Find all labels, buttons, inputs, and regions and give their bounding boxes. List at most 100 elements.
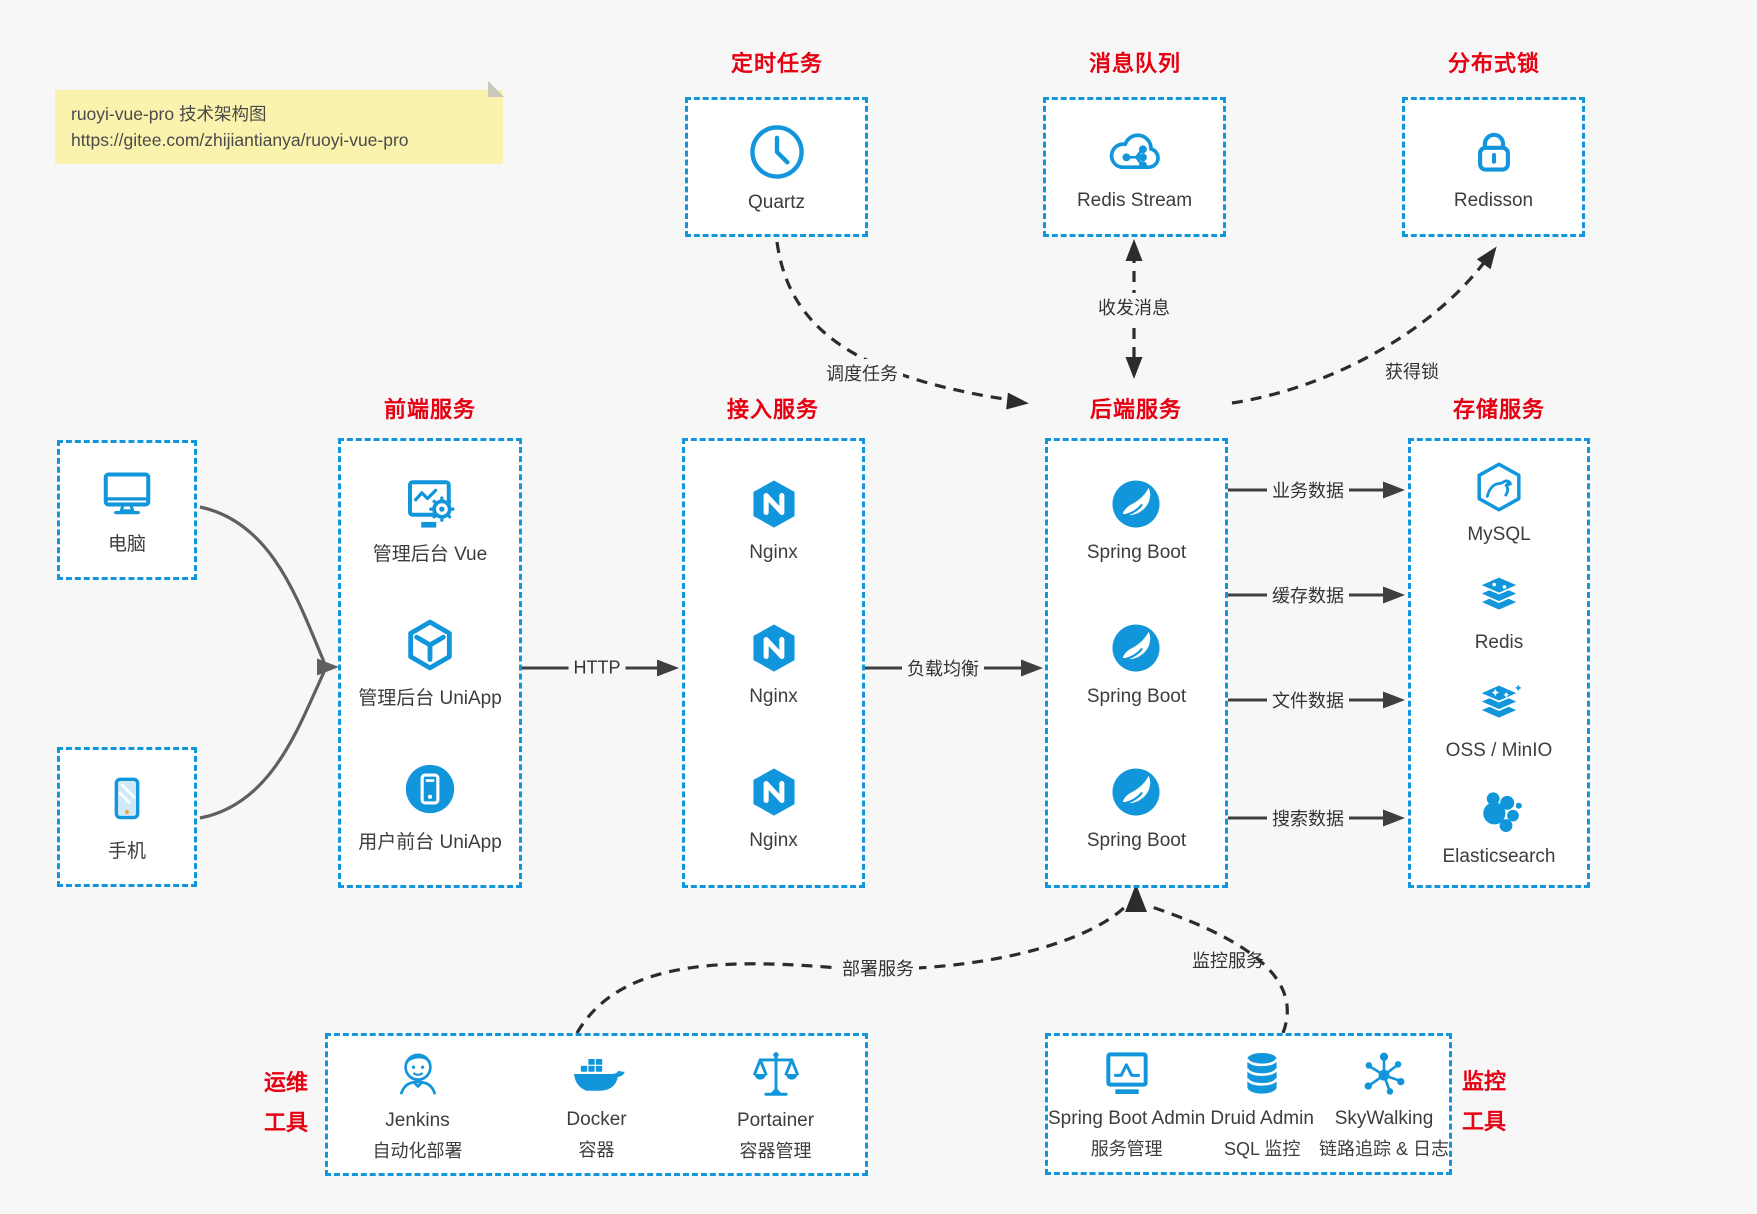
phone-icon — [100, 771, 154, 827]
node-springboot-2: Spring Boot — [1087, 619, 1186, 708]
docker-icon — [567, 1048, 627, 1100]
node-nginx-1: Nginx — [745, 475, 803, 564]
monitor-tools-box: Spring Boot Admin 服务管理 Druid Admin SQL 监… — [1045, 1033, 1452, 1175]
column-title-storage: 存储服务 — [1452, 397, 1546, 422]
nginx-icon — [745, 475, 803, 533]
clock-icon — [746, 121, 808, 183]
arrowhead — [317, 658, 339, 676]
node-label: Elasticsearch — [1442, 845, 1556, 867]
node-elasticsearch: Elasticsearch — [1443, 785, 1556, 868]
column-title-frontend: 前端服务 — [383, 397, 477, 422]
group-title-scheduled-task: 定时任务 — [730, 51, 824, 76]
node-springboot-3: Spring Boot — [1087, 763, 1186, 852]
mysql-icon — [1471, 459, 1527, 515]
edge-desktop-frontend — [199, 505, 326, 663]
node-label: Druid Admin — [1210, 1108, 1314, 1129]
edge-label-business-data: 业务数据 — [1267, 476, 1349, 504]
spring-icon — [1107, 763, 1165, 821]
spring-icon — [1107, 475, 1165, 533]
node-label: Spring Boot — [1086, 685, 1187, 707]
cloud-stream-icon — [1103, 123, 1167, 181]
node-label: 管理后台 Vue — [372, 544, 488, 565]
quartz-box: Quartz — [685, 97, 868, 237]
database-icon — [1236, 1047, 1288, 1099]
redis-icon — [1470, 569, 1528, 623]
elasticsearch-icon — [1471, 785, 1527, 837]
portainer-icon — [749, 1047, 803, 1101]
edge-label-deploy: 部署服务 — [837, 954, 919, 982]
monitor-chart-icon — [1099, 1047, 1155, 1099]
redis-stream-box: Redis Stream — [1043, 97, 1226, 237]
node-label: Redis Stream — [1076, 189, 1193, 211]
monitor-title-line1: 监控 — [1461, 1069, 1507, 1094]
oss-icon — [1470, 677, 1528, 731]
arrowhead — [1125, 357, 1143, 379]
node-springboot-1: Spring Boot — [1087, 475, 1186, 564]
node-label: OSS / MinIO — [1445, 739, 1553, 761]
node-label: 手机 — [107, 841, 146, 862]
node-label: 电脑 — [107, 534, 146, 555]
node-label: SkyWalking — [1334, 1108, 1434, 1129]
edge-label-message: 收发消息 — [1093, 293, 1175, 321]
desktop-icon — [97, 464, 157, 520]
uniapp-cube-icon — [401, 616, 459, 674]
node-label: 管理后台 UniApp — [358, 688, 502, 709]
note-url: https://gitee.com/zhijiantianya/ruoyi-vu… — [71, 130, 409, 150]
group-title-message-queue: 消息队列 — [1088, 51, 1182, 76]
admin-vue-icon — [400, 472, 460, 530]
edge-phone-frontend — [199, 671, 326, 820]
node-user-uniapp: 用户前台 UniApp — [358, 760, 502, 854]
node-oss-minio: OSS / MinIO — [1445, 677, 1553, 762]
arrowhead — [1383, 809, 1405, 827]
edge-label-file-data: 文件数据 — [1267, 686, 1349, 714]
monitor-title-line2: 工具 — [1461, 1109, 1507, 1134]
node-label: Nginx — [749, 541, 798, 563]
group-title-ops-tools: 运维 工具 — [264, 1063, 308, 1143]
mobile-app-icon — [401, 760, 459, 818]
node-jenkins: Jenkins 自动化部署 — [328, 1047, 507, 1163]
arrowhead — [1125, 884, 1147, 912]
frontend-services-box: 管理后台 Vue 管理后台 UniApp 用户前台 UniApp — [338, 438, 522, 888]
node-sublabel: 自动化部署 — [372, 1140, 463, 1161]
column-title-access: 接入服务 — [726, 397, 820, 422]
ops-title-line2: 工具 — [263, 1110, 309, 1135]
node-label: Redis — [1474, 631, 1524, 653]
node-admin-vue: 管理后台 Vue — [373, 472, 487, 566]
node-label: 用户前台 UniApp — [358, 832, 502, 853]
group-title-monitor-tools: 监控 工具 — [1462, 1062, 1506, 1142]
lock-icon — [1465, 123, 1523, 181]
node-redis: Redis — [1470, 569, 1528, 654]
arrowhead — [1125, 239, 1143, 261]
arrowhead — [1476, 246, 1497, 270]
node-sublabel: SQL 监控 — [1224, 1139, 1301, 1159]
arrowhead — [1383, 481, 1405, 499]
node-label: Docker — [566, 1108, 627, 1130]
nginx-icon — [745, 619, 803, 677]
column-title-backend: 后端服务 — [1089, 397, 1183, 422]
note-title: ruoyi-vue-pro 技术架构图 — [71, 104, 267, 124]
edge-label-load-balance: 负载均衡 — [902, 654, 984, 682]
edge-label-schedule: 调度任务 — [821, 359, 903, 387]
edge-label-monitor: 监控服务 — [1192, 951, 1264, 971]
node-nginx-2: Nginx — [745, 619, 803, 708]
arrowhead — [1383, 586, 1405, 604]
jenkins-icon — [391, 1047, 445, 1101]
node-label: Jenkins — [385, 1109, 450, 1131]
arrowhead — [657, 659, 679, 677]
node-label: Redisson — [1453, 189, 1534, 211]
group-title-distributed-lock: 分布式锁 — [1447, 51, 1541, 76]
node-sublabel: 服务管理 — [1090, 1139, 1163, 1159]
phone-client-box: 手机 — [57, 747, 197, 887]
node-springboot-admin: Spring Boot Admin 服务管理 — [1048, 1047, 1205, 1161]
ops-title-line1: 运维 — [263, 1070, 309, 1095]
node-nginx-3: Nginx — [745, 763, 803, 852]
node-admin-uniapp: 管理后台 UniApp — [358, 616, 502, 710]
node-sublabel: 链路追踪 & 日志 — [1318, 1139, 1449, 1159]
node-label: MySQL — [1467, 523, 1531, 545]
node-sublabel: 容器管理 — [739, 1140, 812, 1161]
edge-label-cache-data: 缓存数据 — [1267, 581, 1349, 609]
node-label: Portainer — [736, 1109, 815, 1131]
redisson-box: Redisson — [1402, 97, 1585, 237]
node-mysql: MySQL — [1467, 459, 1531, 546]
